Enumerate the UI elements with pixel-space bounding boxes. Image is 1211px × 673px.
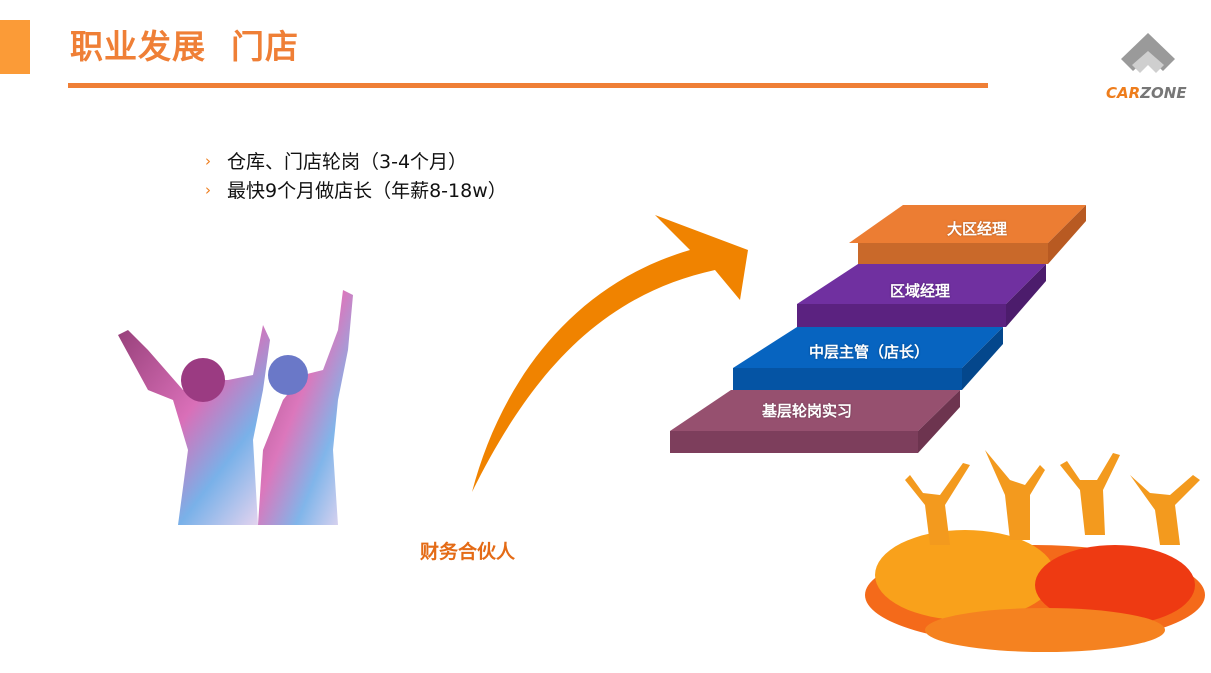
- title-accent-bar: [0, 20, 30, 74]
- step-label: 中层主管（店长）: [809, 343, 930, 361]
- logo-text-car: CAR: [1106, 84, 1141, 102]
- step-rotation-intern: [670, 390, 960, 453]
- bullet-item: › 仓库、门店轮岗（3-4个月）: [205, 147, 467, 174]
- carzone-logo-text: CARZONE: [1106, 84, 1187, 102]
- chevron-right-icon: ›: [205, 151, 211, 170]
- title-divider: [68, 83, 988, 88]
- chevron-right-icon: ›: [205, 180, 211, 199]
- celebrating-splash-image: [865, 450, 1205, 652]
- caption-financial-partner: 财务合伙人: [420, 541, 516, 563]
- carzone-logo-icon: [1121, 33, 1175, 73]
- step-regional-director: [849, 205, 1086, 264]
- bullet-text: 仓库、门店轮岗（3-4个月）: [227, 151, 468, 173]
- bullet-text: 最快9个月做店长（年薪8-18w）: [227, 180, 507, 202]
- logo-text-zone: ZONE: [1140, 84, 1187, 102]
- celebrating-people-image: [118, 290, 353, 525]
- step-label: 大区经理: [947, 220, 1008, 238]
- step-area-manager: [797, 264, 1046, 327]
- step-label: 基层轮岗实习: [762, 402, 853, 420]
- step-store-manager: [733, 327, 1003, 390]
- page-title: 职业发展 门店: [70, 27, 299, 66]
- growth-arrow-icon: [472, 215, 748, 492]
- step-label: 区域经理: [890, 282, 951, 300]
- bullet-item: › 最快9个月做店长（年薪8-18w）: [205, 176, 507, 203]
